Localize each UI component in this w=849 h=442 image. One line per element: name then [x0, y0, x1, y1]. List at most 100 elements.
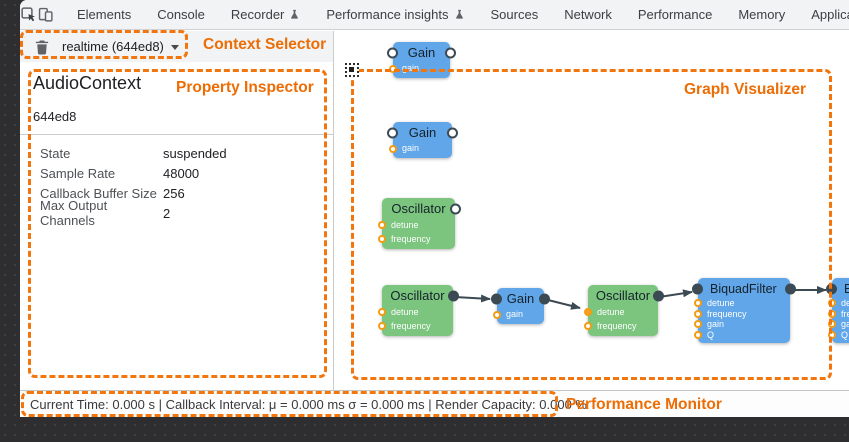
output-port — [447, 127, 458, 139]
property-row: Callback Buffer Size 256 — [40, 183, 325, 203]
node-title: Gain — [408, 125, 437, 140]
property-value: 48000 — [163, 165, 200, 181]
performance-status-text: Current Time: 0.000 s | Callback Interva… — [30, 396, 587, 412]
param-label: gain — [402, 143, 420, 153]
param-label: frequency — [391, 234, 431, 244]
param-port — [694, 309, 702, 318]
node-title: Gain — [506, 291, 535, 306]
panel-divider[interactable] — [333, 31, 334, 390]
annotation-selection-handle — [345, 63, 359, 77]
output-port — [653, 290, 664, 302]
inspector-property-list: State suspended Sample Rate 48000 Callba… — [40, 143, 325, 229]
param-label: gain — [841, 319, 849, 329]
graph-node-biquadfilter[interactable]: BiquadFilter detune frequency gain Q — [826, 278, 849, 343]
property-row: Max Output Channels 2 — [40, 198, 325, 228]
chevron-down-icon — [170, 45, 179, 50]
input-port — [387, 127, 398, 139]
graph-node-gain[interactable]: Gain gain — [491, 288, 550, 324]
param-port — [378, 308, 386, 316]
tab-label: Sources — [490, 6, 539, 22]
inspector-divider — [20, 134, 333, 135]
param-port — [828, 309, 836, 318]
param-port — [694, 330, 702, 339]
tab-label: Recorder — [230, 6, 285, 22]
graph-node-oscillator[interactable]: Oscillator detune frequency — [378, 198, 461, 249]
param-label: frequency — [841, 308, 849, 319]
param-label: gain — [506, 309, 524, 319]
param-port — [493, 310, 501, 319]
param-label: detune — [597, 307, 625, 317]
tab-console[interactable]: Console — [144, 0, 218, 30]
param-port — [389, 64, 397, 73]
device-toolbar-icon[interactable] — [37, 0, 54, 30]
input-port — [387, 47, 398, 59]
experiment-flask-icon — [291, 9, 299, 19]
tab-network[interactable]: Network — [551, 0, 625, 30]
tab-memory[interactable]: Memory — [725, 0, 798, 30]
performance-monitor-bar: Current Time: 0.000 s | Callback Interva… — [20, 390, 849, 417]
devtools-window: Elements Console Recorder Performance in… — [20, 0, 849, 417]
tab-label: Elements — [77, 6, 132, 22]
param-port — [694, 299, 702, 308]
inspect-element-icon[interactable] — [20, 0, 37, 30]
tab-recorder[interactable]: Recorder — [218, 0, 313, 30]
property-label: State — [40, 145, 71, 161]
graph-visualizer-panel[interactable]: Gain gain Gain gain Oscillator detune fr… — [334, 31, 849, 390]
param-label: frequency — [707, 308, 747, 319]
tab-elements[interactable]: Elements — [64, 0, 144, 30]
param-port — [389, 144, 397, 153]
input-port — [692, 283, 703, 295]
graph-node-oscillator[interactable]: Oscillator detune frequency — [584, 285, 664, 336]
graph-node-gain[interactable]: Gain gain — [387, 42, 456, 78]
param-port — [828, 330, 836, 339]
graph-node-biquadfilter[interactable]: BiquadFilter detune frequency gain Q — [692, 278, 796, 343]
property-inspector-panel: realtime (644ed8) AudioContext 644ed8 St… — [20, 31, 333, 390]
param-label: detune — [391, 307, 419, 317]
graph-node-oscillator[interactable]: Oscillator detune frequency — [378, 285, 459, 336]
node-title: BiquadFilter — [844, 282, 849, 296]
tab-sources[interactable]: Sources — [478, 0, 552, 30]
param-label: Q — [707, 329, 715, 340]
audiocontext-title: AudioContext — [33, 73, 142, 93]
tab-label: Network — [564, 6, 612, 22]
property-row: State suspended — [40, 143, 325, 163]
node-title: BiquadFilter — [710, 282, 777, 296]
node-title: Oscillator — [390, 288, 445, 303]
param-port — [584, 322, 592, 330]
tab-label: Memory — [738, 6, 786, 22]
context-selector-toolbar: realtime (644ed8) — [20, 31, 333, 62]
output-port — [445, 47, 456, 59]
output-port — [539, 293, 550, 305]
param-label: gain — [402, 63, 420, 73]
tab-performance-insights[interactable]: Performance insights — [313, 0, 477, 30]
param-label: detune — [707, 298, 735, 308]
tab-label: Application — [811, 6, 849, 22]
param-label: frequency — [597, 321, 637, 331]
devtools-tabbar: Elements Console Recorder Performance in… — [20, 0, 849, 30]
property-label: Sample Rate — [40, 165, 116, 181]
param-port — [378, 235, 386, 243]
tab-performance[interactable]: Performance — [625, 0, 725, 30]
node-title: Gain — [407, 45, 436, 60]
param-label: gain — [707, 319, 725, 329]
tab-label: Console — [157, 6, 205, 22]
audiocontext-id: 644ed8 — [33, 109, 77, 124]
input-port — [826, 283, 837, 295]
tab-label: Performance — [637, 6, 713, 22]
property-label: Callback Buffer Size — [40, 185, 157, 201]
tab-label: Performance insights — [326, 6, 449, 22]
output-port — [448, 290, 459, 302]
context-selector-dropdown[interactable]: realtime (644ed8) — [62, 39, 179, 54]
context-selector-value: realtime (644ed8) — [62, 39, 164, 54]
trash-icon[interactable] — [35, 39, 49, 55]
output-port — [450, 203, 461, 215]
param-port — [828, 320, 836, 329]
tab-application[interactable]: Application — [798, 0, 849, 30]
property-value: 2 — [163, 205, 171, 221]
param-port — [828, 299, 836, 308]
graph-node-gain[interactable]: Gain gain — [387, 122, 458, 158]
param-label: detune — [391, 220, 419, 230]
param-port — [378, 221, 386, 229]
experiment-flask-icon — [455, 9, 463, 19]
param-port-connected — [584, 308, 592, 316]
